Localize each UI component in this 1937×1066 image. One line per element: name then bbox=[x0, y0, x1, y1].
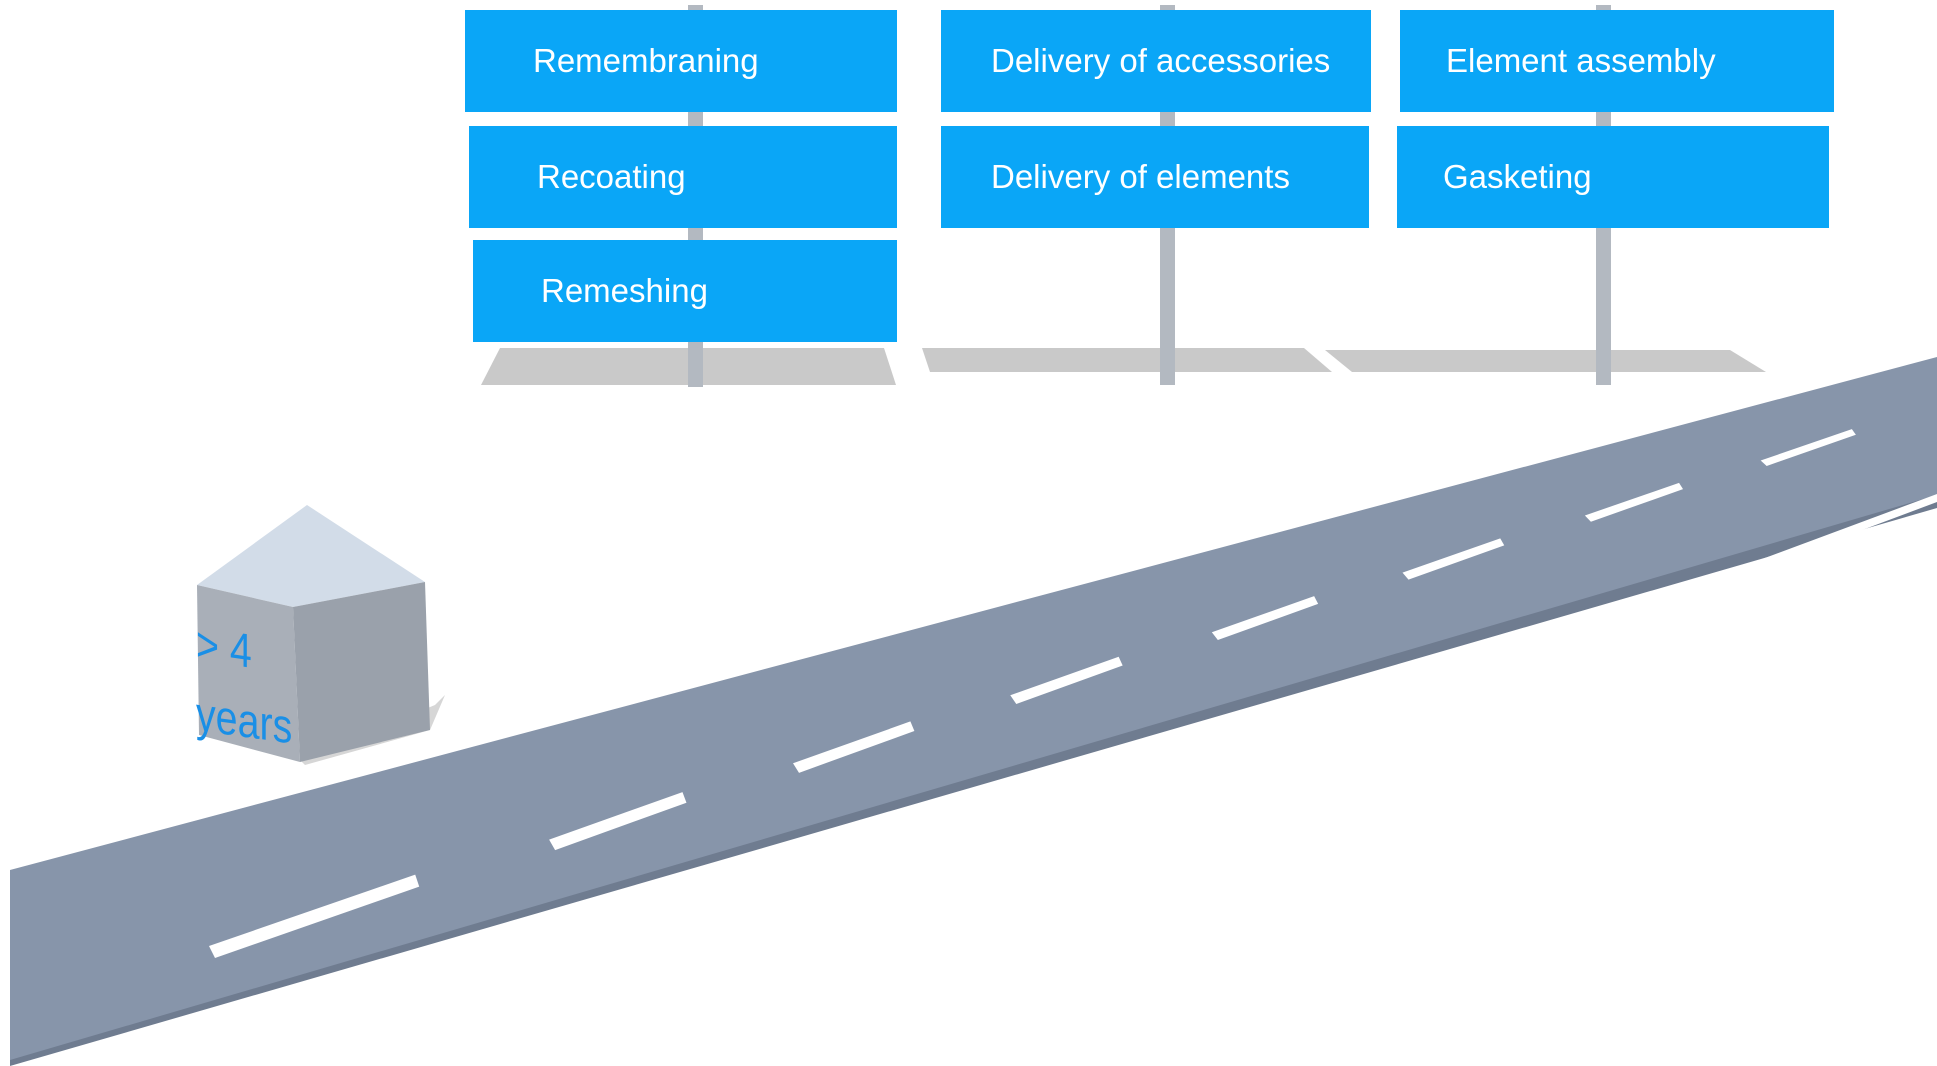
road-edge-line bbox=[10, 352, 1937, 870]
lane-dash bbox=[793, 721, 915, 773]
milestone-marker-label: > 4 years bbox=[196, 610, 311, 766]
marker-top bbox=[197, 505, 425, 607]
road-edge-line bbox=[400, 494, 1937, 1066]
lane-dash bbox=[1010, 656, 1123, 704]
lane-dash bbox=[1760, 429, 1856, 467]
sign-gasketing: Gasketing bbox=[1397, 126, 1829, 228]
lane-dash bbox=[1211, 596, 1319, 641]
sign-element-assembly: Element assembly bbox=[1400, 10, 1834, 112]
lane-dash bbox=[549, 792, 687, 851]
lane-markings bbox=[209, 429, 1856, 958]
sign-remeshing: Remeshing bbox=[473, 240, 897, 342]
signpost-shadow bbox=[1325, 350, 1766, 372]
sign-recoating: Recoating bbox=[469, 126, 897, 228]
sign-label: Recoating bbox=[537, 158, 686, 195]
sign-label: Delivery of elements bbox=[991, 158, 1290, 195]
sign-delivery-of-elements: Delivery of elements bbox=[941, 126, 1369, 228]
sign-label: Gasketing bbox=[1443, 158, 1592, 195]
sign-label: Remembraning bbox=[533, 42, 759, 79]
signpost-shadow bbox=[922, 348, 1332, 372]
lane-dash bbox=[209, 874, 420, 958]
road-surface bbox=[10, 355, 1937, 1060]
lane-dash bbox=[1584, 482, 1684, 522]
marker-side bbox=[293, 582, 430, 762]
marker-front bbox=[197, 585, 300, 762]
sign-label: Delivery of accessories bbox=[991, 42, 1331, 79]
lane-dash bbox=[1402, 538, 1505, 580]
sign-delivery-of-accessories: Delivery of accessories bbox=[941, 10, 1371, 112]
sign-remembraning: Remembraning bbox=[465, 10, 897, 112]
sign-label: Remeshing bbox=[541, 272, 708, 309]
sign-label: Element assembly bbox=[1446, 42, 1716, 79]
